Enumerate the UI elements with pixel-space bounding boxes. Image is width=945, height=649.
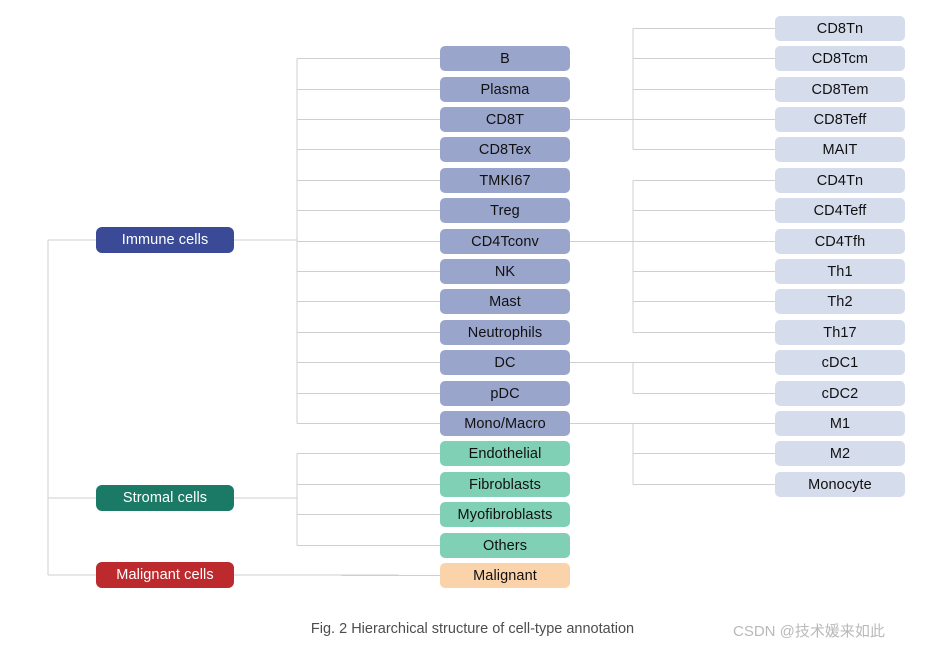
- node-label: Endothelial: [468, 445, 542, 462]
- node-treg[interactable]: Treg: [440, 198, 570, 223]
- node-label: CD4Tn: [816, 172, 864, 189]
- node-label: Th17: [823, 324, 857, 341]
- node-label: Monocyte: [808, 476, 872, 493]
- node-cd8tcm[interactable]: CD8Tcm: [775, 46, 905, 71]
- node-label: CD4Tfh: [814, 233, 866, 250]
- node-label: MAIT: [822, 141, 858, 158]
- node-label: Neutrophils: [467, 324, 543, 341]
- node-label: DC: [494, 354, 516, 371]
- node-label: Myofibroblasts: [457, 506, 553, 523]
- node-label: Immune cells: [121, 232, 209, 248]
- node-cdc2[interactable]: cDC2: [775, 381, 905, 406]
- node-monocyte[interactable]: Monocyte: [775, 472, 905, 497]
- node-stromal[interactable]: Stromal cells: [96, 485, 234, 511]
- node-label: CD8Tcm: [811, 50, 869, 67]
- node-m1[interactable]: M1: [775, 411, 905, 436]
- node-label: Stromal cells: [122, 490, 208, 506]
- figure-caption: Fig. 2 Hierarchical structure of cell-ty…: [310, 621, 635, 637]
- node-label: Malignant cells: [116, 567, 214, 583]
- node-plasma[interactable]: Plasma: [440, 77, 570, 102]
- node-malignant[interactable]: Malignant: [440, 563, 570, 588]
- node-monomacro[interactable]: Mono/Macro: [440, 411, 570, 436]
- node-label: M1: [829, 415, 851, 432]
- node-label: CD8Tn: [816, 20, 864, 37]
- node-label: Plasma: [480, 81, 530, 98]
- node-label: Th2: [827, 293, 853, 310]
- node-label: CD8Tex: [478, 141, 532, 158]
- node-cd4tn[interactable]: CD4Tn: [775, 168, 905, 193]
- node-tmki67[interactable]: TMKI67: [440, 168, 570, 193]
- node-endothelial[interactable]: Endothelial: [440, 441, 570, 466]
- node-label: CD4Tconv: [471, 233, 539, 250]
- node-label: Others: [482, 537, 528, 554]
- node-label: Fibroblasts: [468, 476, 541, 493]
- node-label: Treg: [490, 202, 520, 219]
- node-label: cDC1: [821, 354, 859, 371]
- node-label: pDC: [490, 385, 520, 402]
- node-b[interactable]: B: [440, 46, 570, 71]
- node-cd4teff[interactable]: CD4Teff: [775, 198, 905, 223]
- node-m2[interactable]: M2: [775, 441, 905, 466]
- node-cd8tex[interactable]: CD8Tex: [440, 137, 570, 162]
- node-malignant[interactable]: Malignant cells: [96, 562, 234, 588]
- node-mast[interactable]: Mast: [440, 289, 570, 314]
- node-label: Th1: [827, 263, 853, 280]
- node-others[interactable]: Others: [440, 533, 570, 558]
- node-label: cDC2: [821, 385, 859, 402]
- node-label: B: [500, 50, 510, 67]
- node-nk[interactable]: NK: [440, 259, 570, 284]
- node-label: Mono/Macro: [464, 415, 546, 432]
- node-label: CD4Teff: [813, 202, 867, 219]
- node-fibroblasts[interactable]: Fibroblasts: [440, 472, 570, 497]
- node-cd8t[interactable]: CD8T: [440, 107, 570, 132]
- node-cd8tn[interactable]: CD8Tn: [775, 16, 905, 41]
- node-myofibro[interactable]: Myofibroblasts: [440, 502, 570, 527]
- node-immune[interactable]: Immune cells: [96, 227, 234, 253]
- node-pdc[interactable]: pDC: [440, 381, 570, 406]
- node-th17[interactable]: Th17: [775, 320, 905, 345]
- node-label: CD8Tem: [811, 81, 869, 98]
- connector-branch-malignant: [296, 574, 441, 577]
- node-cd8teff[interactable]: CD8Teff: [775, 107, 905, 132]
- node-label: M2: [829, 445, 851, 462]
- node-cdc1[interactable]: cDC1: [775, 350, 905, 375]
- node-dc[interactable]: DC: [440, 350, 570, 375]
- node-th1[interactable]: Th1: [775, 259, 905, 284]
- node-label: NK: [494, 263, 516, 280]
- csdn-watermark: CSDN @技术媛来如此: [733, 623, 885, 640]
- node-label: CD8Teff: [813, 111, 867, 128]
- node-label: Mast: [489, 293, 521, 310]
- node-cd8tem[interactable]: CD8Tem: [775, 77, 905, 102]
- node-mait[interactable]: MAIT: [775, 137, 905, 162]
- node-label: CD8T: [485, 111, 525, 128]
- node-label: Malignant: [473, 567, 537, 584]
- node-neutrophils[interactable]: Neutrophils: [440, 320, 570, 345]
- node-label: TMKI67: [479, 172, 531, 189]
- node-cd4tfh[interactable]: CD4Tfh: [775, 229, 905, 254]
- node-th2[interactable]: Th2: [775, 289, 905, 314]
- node-cd4tconv[interactable]: CD4Tconv: [440, 229, 570, 254]
